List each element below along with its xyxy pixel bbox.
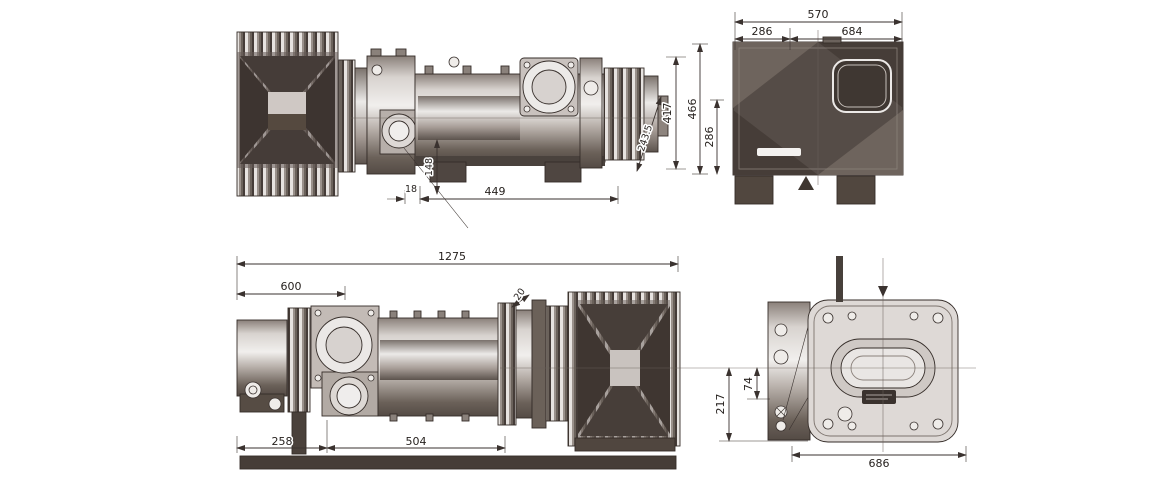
dim-286-vertical: 286 (703, 127, 716, 148)
bearing-bell (579, 57, 669, 169)
finned-cooler-block (236, 31, 339, 197)
drain-screw (837, 406, 853, 422)
dim-74: 74 (742, 377, 755, 391)
bottom-side-dimensions: 1275 600 258 504 20 (236, 249, 679, 453)
discharge-flange (519, 57, 579, 117)
end-view-feet (734, 175, 876, 205)
dim-286: 286 (752, 25, 773, 38)
bottom-side-view-pump-motor: 1275 600 258 504 20 (236, 249, 706, 470)
dim-258: 258 (272, 435, 293, 448)
gear-housing (366, 48, 421, 175)
motor-body (567, 291, 681, 452)
dim-1275: 1275 (438, 250, 466, 263)
dim-20: 20 (512, 286, 528, 302)
terminal-panel (767, 301, 847, 441)
dim-449: 449 (485, 185, 506, 198)
base-frame (239, 411, 677, 470)
nameplate (862, 390, 896, 404)
centerline-arrow (878, 286, 888, 297)
inlet-endcap (236, 307, 311, 413)
dim-570: 570 (808, 8, 829, 21)
top-end-dimensions: 570 286 684 (734, 7, 903, 50)
lifting-lug (836, 256, 843, 302)
dim-417: 417 (661, 103, 674, 124)
rounded-port-opening (832, 59, 892, 113)
mid-casing (377, 310, 501, 422)
dim-217: 217 (714, 394, 727, 415)
bottom-end-view-motor: 74 217 686 (706, 256, 976, 472)
dim-466: 466 (686, 99, 699, 120)
top-end-view: 570 286 684 (732, 7, 904, 205)
dim-600: 600 (281, 280, 302, 293)
coupling-housing (497, 299, 569, 429)
bottom-end-dimensions: 74 217 686 (713, 367, 967, 472)
dim-504: 504 (406, 435, 427, 448)
dim-18: 18 (405, 184, 417, 195)
dim-684: 684 (842, 25, 863, 38)
adapter-ribs (338, 59, 368, 173)
dim-148: 148 (424, 158, 435, 176)
top-side-view-pump-unit: 18 449 148 243.5 417 466 286 (236, 31, 724, 229)
dim-686: 686 (869, 457, 890, 470)
pump-flange-block (310, 305, 380, 417)
